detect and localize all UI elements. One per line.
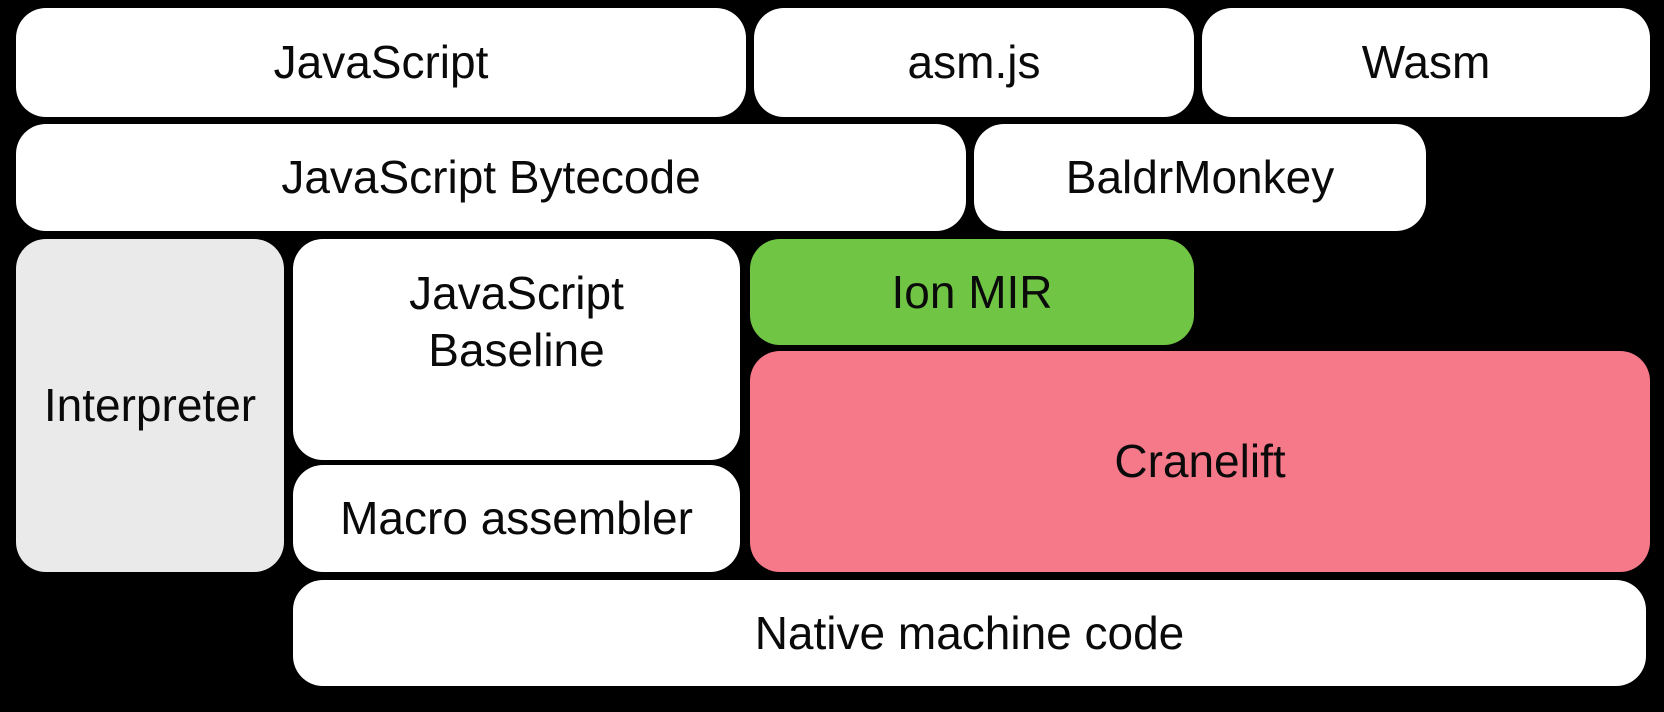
box-macro-assembler: Macro assembler: [293, 465, 740, 572]
box-asmjs: asm.js: [754, 8, 1194, 117]
box-native-machine-code-label: Native machine code: [754, 606, 1185, 659]
box-macro-assembler-label: Macro assembler: [340, 492, 693, 545]
box-ion-mir-label: Ion MIR: [891, 265, 1053, 318]
box-wasm: Wasm: [1202, 8, 1650, 117]
box-javascript-bytecode-label: JavaScript Bytecode: [281, 151, 701, 204]
box-interpreter: Interpreter: [16, 239, 284, 572]
box-asmjs-label: asm.js: [907, 36, 1041, 89]
box-ion-mir: Ion MIR: [750, 239, 1194, 345]
box-native-machine-code: Native machine code: [293, 580, 1646, 686]
box-baldrmonkey-label: BaldrMonkey: [1065, 151, 1335, 204]
box-baldrmonkey: BaldrMonkey: [974, 124, 1426, 231]
box-interpreter-label: Interpreter: [43, 379, 257, 432]
box-javascript-bytecode: JavaScript Bytecode: [16, 124, 966, 231]
box-wasm-label: Wasm: [1361, 36, 1491, 89]
box-javascript-baseline-label: JavaScript Baseline: [409, 267, 624, 376]
box-javascript-baseline: JavaScript Baseline: [293, 239, 740, 460]
box-javascript-label: JavaScript: [273, 36, 489, 89]
box-cranelift: Cranelift: [750, 351, 1650, 572]
box-cranelift-label: Cranelift: [1114, 435, 1286, 488]
box-javascript: JavaScript: [16, 8, 746, 117]
